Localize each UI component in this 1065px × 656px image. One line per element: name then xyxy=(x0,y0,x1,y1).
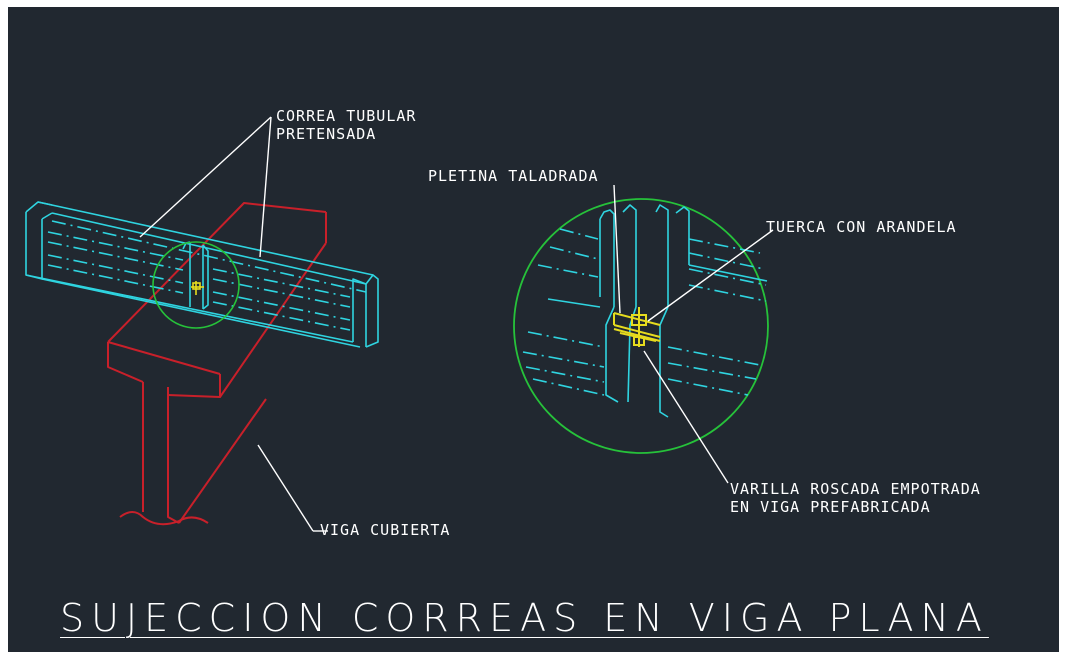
leader-lines xyxy=(139,116,774,532)
label-viga-cubierta: VIGA CUBIERTA xyxy=(320,521,451,539)
cad-drawing-canvas: CORREA TUBULAR PRETENSADA VIGA CUBIERTA … xyxy=(8,7,1059,652)
label-varilla-line2: EN VIGA PREFABRICADA xyxy=(730,498,931,516)
label-tuerca: TUERCA CON ARANDELA xyxy=(766,218,957,236)
label-pletina: PLETINA TALADRADA xyxy=(428,167,599,185)
detail-bolt xyxy=(613,307,661,347)
detail-circle-large xyxy=(513,198,769,454)
purlin-outline xyxy=(25,201,379,348)
drawing-title: SUJECCION CORREAS EN VIGA PLANA xyxy=(60,596,989,640)
detail-circle-small xyxy=(152,241,240,329)
label-correa-line2: PRETENSADA xyxy=(276,125,377,143)
detail-purlin-outline xyxy=(522,204,768,418)
label-correa-line1: CORREA TUBULAR xyxy=(276,107,417,125)
bolt-small xyxy=(191,281,204,295)
beam-outline xyxy=(107,202,327,526)
label-varilla-line1: VARILLA ROSCADA EMPOTRADA xyxy=(730,480,981,498)
drawing-svg xyxy=(25,116,774,532)
